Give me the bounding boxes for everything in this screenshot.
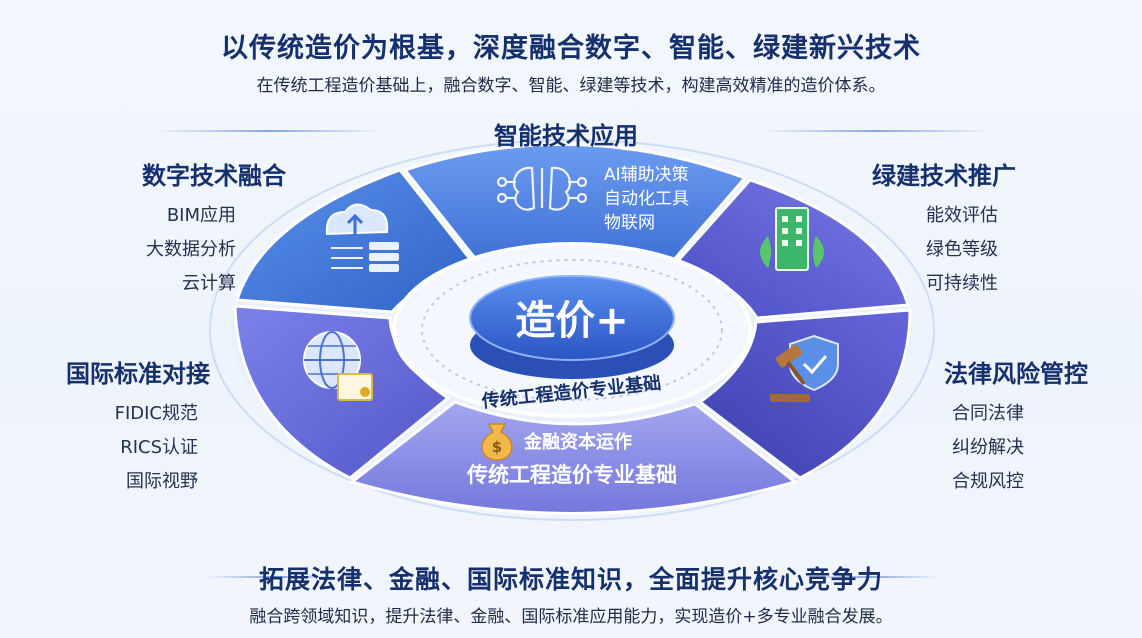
base-line-2: 传统工程造价专业基础: [466, 463, 677, 487]
legal-title: 法律风险管控: [944, 360, 1088, 388]
green-block: 绿建技术推广 能效评估 绿色等级 可持续性: [872, 156, 1072, 301]
connector-line-top-right: [760, 130, 990, 132]
green-item-1: 能效评估: [926, 205, 998, 226]
gavel-shield-icon: [770, 334, 839, 402]
digital-block: 数字技术融合 BIM应用 大数据分析 云计算: [90, 156, 286, 301]
svg-text:$: $: [492, 438, 502, 456]
international-item-1: FIDIC规范: [114, 403, 198, 424]
international-item-3: 国际视野: [126, 471, 198, 492]
connector-line-bottom-left: [205, 576, 345, 578]
outer-halo-ring: [209, 139, 935, 521]
segment-base: [348, 400, 799, 515]
smart-item-1: AI辅助决策: [604, 165, 689, 185]
footer-title: 拓展法律、金融、国际标准知识，全面提升核心竞争力: [258, 565, 883, 594]
green-item-3: 可持续性: [926, 273, 998, 294]
international-item-2: RICS认证: [120, 437, 198, 458]
legal-item-3: 合规风控: [952, 471, 1024, 492]
globe-certificate-icon: [303, 331, 373, 401]
money-bag-icon: $: [481, 423, 513, 461]
header-subtitle: 在传统工程造价基础上，融合数字、智能、绿建等技术，构建高效精准的造价体系。: [256, 76, 886, 96]
digital-title: 数字技术融合: [142, 162, 286, 190]
inner-ring-dashes: [421, 259, 723, 401]
digital-item-3: 云计算: [182, 273, 236, 294]
center-label: 造价+: [515, 298, 629, 344]
cloud-server-icon: [325, 203, 399, 272]
legal-item-1: 合同法律: [952, 403, 1024, 424]
legal-block: 法律风险管控 合同法律 纠纷解决 合规风控: [944, 354, 1124, 499]
connector-line-top-left: [155, 130, 385, 132]
connector-line-bottom-right: [800, 576, 940, 578]
green-building-icon: [760, 207, 824, 271]
base-line-1: 金融资本运作: [523, 431, 632, 453]
digital-item-2: 大数据分析: [146, 239, 236, 260]
international-block: 国际标准对接 FIDIC规范 RICS认证 国际视野: [30, 354, 210, 499]
smart-item-2: 自动化工具: [604, 189, 689, 209]
digital-item-1: BIM应用: [166, 205, 236, 226]
international-title: 国际标准对接: [66, 360, 210, 388]
green-title: 绿建技术推广: [872, 162, 1016, 190]
header-title: 以传统造价为根基，深度融合数字、智能、绿建新兴技术: [221, 33, 921, 64]
center-disk-top: [469, 275, 675, 361]
smart-title: 智能技术应用: [494, 122, 638, 150]
ai-brain-gears-icon: [496, 166, 588, 211]
footer-subtitle: 融合跨领域知识，提升法律、金融、国际标准应用能力，实现造价+多专业融合发展。: [249, 607, 893, 627]
smart-item-3: 物联网: [604, 213, 655, 233]
legal-item-2: 纠纷解决: [952, 437, 1024, 458]
green-item-2: 绿色等级: [926, 239, 998, 260]
